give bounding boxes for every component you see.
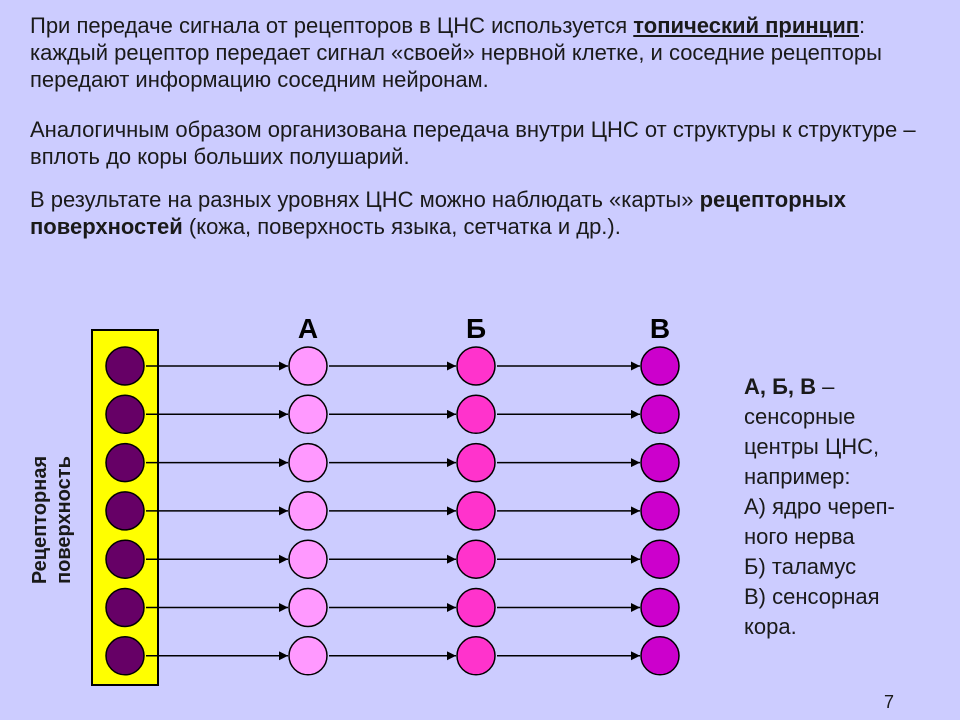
receptor-node xyxy=(105,346,145,386)
topical-projection-diagram: А Б В xyxy=(91,313,680,686)
neuron-node-3 xyxy=(640,636,680,676)
neuron-node-1 xyxy=(288,394,328,435)
receptor-node xyxy=(105,587,145,628)
legend-line: ного нерва xyxy=(744,524,855,549)
neuron-node-2 xyxy=(456,587,496,628)
legend-line: В) сенсорная xyxy=(744,584,880,609)
legend-line: А) ядро череп- xyxy=(744,494,895,519)
neuron-node-1 xyxy=(288,539,328,579)
neuron-node-2 xyxy=(456,636,496,676)
legend-line: сенсорные xyxy=(744,404,856,429)
neuron-nodes xyxy=(105,346,680,676)
column-labels: А Б В xyxy=(298,313,670,344)
receptor-surfaces-term: рецепторных поверхностей xyxy=(30,187,846,239)
column-label: А xyxy=(298,313,318,344)
neuron-node-2 xyxy=(456,491,496,531)
legend-line: кора. xyxy=(744,614,797,639)
receptor-node xyxy=(105,539,145,579)
receptor-node xyxy=(105,491,145,531)
receptor-node xyxy=(105,394,145,435)
topical-principle-term: топический принцип xyxy=(633,13,860,38)
neuron-node-1 xyxy=(288,346,328,386)
analogy-paragraph: Аналогичным образом организована передач… xyxy=(30,117,916,169)
neuron-node-2 xyxy=(456,442,496,483)
neuron-node-3 xyxy=(640,539,680,579)
neuron-node-1 xyxy=(288,491,328,531)
neuron-node-1 xyxy=(288,587,328,628)
legend-heading: А, Б, В – xyxy=(744,374,835,399)
legend-line: например: xyxy=(744,464,851,489)
neuron-node-2 xyxy=(456,394,496,435)
neuron-node-3 xyxy=(640,442,680,483)
neuron-node-3 xyxy=(640,587,680,628)
neuron-node-1 xyxy=(288,442,328,483)
neuron-node-2 xyxy=(456,346,496,386)
column-label: В xyxy=(650,313,670,344)
legend: А, Б, В – сенсорные центры ЦНС, например… xyxy=(744,372,949,642)
legend-line: центры ЦНС, xyxy=(744,434,880,459)
neuron-node-3 xyxy=(640,394,680,435)
legend-line: Б) таламус xyxy=(744,554,857,579)
maps-paragraph: В результате на разных уровнях ЦНС можно… xyxy=(30,187,846,239)
column-label: Б xyxy=(466,313,486,344)
receptor-surface-label: Рецепторная поверхность xyxy=(29,455,75,585)
neuron-node-3 xyxy=(640,346,680,386)
page-number: 7 xyxy=(884,692,895,712)
receptor-node xyxy=(105,636,145,676)
neuron-node-3 xyxy=(640,491,680,531)
receptor-node xyxy=(105,442,145,483)
neuron-node-2 xyxy=(456,539,496,579)
intro-paragraph: При передаче сигнала от рецепторов в ЦНС… xyxy=(30,13,882,92)
projection-arrows xyxy=(146,361,640,661)
neuron-node-1 xyxy=(288,636,328,676)
